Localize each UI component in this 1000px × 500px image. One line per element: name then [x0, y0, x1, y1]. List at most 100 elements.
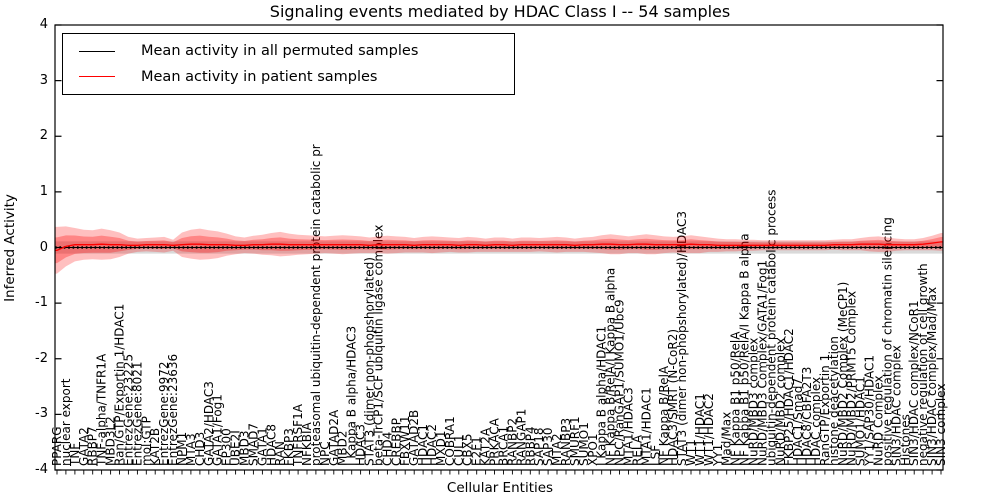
- x-tick-label: NFKBIA: [300, 421, 314, 466]
- y-tick-label: 3: [39, 72, 48, 88]
- x-tick-label: YY1/SAP30/HDAC1: [863, 355, 877, 467]
- legend: Mean activity in all permuted samples Me…: [62, 33, 515, 95]
- x-tick-label: NPC/RanGAP1/SUMO1/Ubc9: [613, 299, 627, 466]
- x-tick-label: CREBBP: [389, 418, 403, 466]
- x-tick-label: WT1: [684, 439, 698, 466]
- x-tick-label: UBE2I: [229, 430, 243, 466]
- x-tick-label: I Kappa B alpha/HDAC1: [595, 326, 609, 466]
- x-tick-label: NuRD/MBD2/PRMT5 Complex: [845, 291, 859, 466]
- x-tick-label: HDAC3/SMRT (N-CoR2): [666, 329, 680, 466]
- x-tick-label: SIN3/HDAC complex/NCoR1: [907, 300, 921, 466]
- x-tick-label: RANBP3: [559, 418, 573, 466]
- y-tick-label: 4: [39, 17, 48, 32]
- x-axis-label: Cellular Entities: [446, 480, 554, 496]
- x-tick-label: NPC: [318, 441, 332, 466]
- x-tick-label: proteasomal ubiquitin-dependent protein …: [309, 144, 323, 466]
- x-tick-label: EntrezGene:9972: [157, 362, 171, 467]
- confidence-bands: [55, 226, 943, 274]
- x-tick-label: HDAC3: [354, 424, 368, 466]
- legend-label: Mean activity in all permuted samples: [141, 43, 419, 60]
- x-tick-label: GATA1/Fog1: [211, 394, 225, 466]
- x-tick-label: SIN3/HDAC complex: [889, 345, 903, 466]
- x-tick-label: NF Kappa B/RelA/I Kappa B alpha: [604, 268, 618, 466]
- y-tick-label: -3: [35, 406, 48, 422]
- x-tick-label: STAT3 (dimer non-phopshorylated)/HDAC3: [675, 211, 689, 466]
- x-tick-label: MXD1: [434, 431, 448, 466]
- legend-label: Mean activity in patient samples: [141, 68, 378, 85]
- x-tick-label: SAP18: [532, 427, 546, 466]
- axis-ticks: [55, 24, 943, 475]
- x-tick-label: Ran/GTP/Exportin 1/HDAC1: [113, 304, 127, 466]
- x-tick-label: beta-TrCP1/SCF ubiquitin ligase complex: [372, 225, 386, 466]
- x-tick-label: GATA1: [255, 427, 269, 466]
- x-tick-label: FKBP3: [282, 428, 296, 466]
- y-tick-label: 1: [39, 183, 48, 199]
- x-tick-label: LSF: [648, 445, 662, 466]
- x-tick-label: NF Kappa B1 p50/RelA/I Kappa B alpha: [738, 233, 752, 466]
- x-tick-label: HDAC1/Smad7: [791, 378, 805, 466]
- x-tick-label: MTA2: [550, 433, 564, 466]
- x-tick-label: TNF: [68, 443, 82, 467]
- y-tick-label: -4: [35, 462, 48, 477]
- x-tick-label: TNFRSF1A: [291, 403, 305, 467]
- y-tick-label: -1: [35, 295, 48, 311]
- x-tick-label: NPM1: [175, 432, 189, 466]
- x-tick-label: SMAD7: [246, 423, 260, 466]
- x-tick-label: EP300: [220, 428, 234, 466]
- x-tick-label: CHD3: [193, 432, 207, 466]
- x-tick-label: MBD2: [336, 431, 350, 466]
- x-tick-label: EntrezGene:8021: [130, 362, 144, 467]
- x-tick-label: NuRD/MBD3 Complex/GATA1/Fog1: [755, 260, 769, 466]
- x-tick-label: RELA: [630, 434, 644, 466]
- x-tick-label: EntrezGene:23225: [121, 354, 135, 466]
- x-tick-label: STAT3 (dimer non-phopshorylated): [363, 257, 377, 466]
- x-tick-label: KAT2B: [148, 428, 162, 466]
- x-tick-label: ubiquitin-dependent protein catabolic pr…: [764, 190, 778, 466]
- mean-lines: [55, 241, 943, 251]
- x-tick-label: PRKACA: [488, 417, 502, 466]
- x-tick-label: WT1/HDAC2: [702, 393, 716, 466]
- x-tick-label: SAP30: [541, 427, 555, 466]
- x-tick-label: RanGTP/Exportin 1: [818, 354, 832, 466]
- x-tick-label: MTA1/HDAC1: [639, 387, 653, 466]
- x-tick-label: nuclear export: [59, 378, 73, 466]
- x-tick-label: I Kappa B alpha/HDAC3: [345, 326, 359, 466]
- y-tick-label: -2: [35, 350, 48, 366]
- x-tick-label: GATA2/HDAC3: [202, 381, 216, 466]
- x-tick-label: KAT2A: [479, 427, 493, 466]
- x-tick-label: CUL1: [452, 435, 466, 466]
- x-tick-label: GATAD2B: [407, 410, 421, 466]
- legend-line-black-icon: [79, 50, 115, 52]
- x-tick-label: FKBP25/HDAC1/HDAC2: [782, 328, 796, 466]
- x-tick-label: Histones: [898, 414, 912, 466]
- x-tick-label: negative regulation of cell growth: [916, 263, 930, 466]
- x-tick-label: HDAC8: [264, 424, 278, 466]
- x-tick-label: SMURF1: [568, 416, 582, 466]
- x-tick-label: BRCA1: [497, 426, 511, 466]
- x-tick-label: histone deacetylation: [827, 336, 841, 466]
- x-tick-label: Mad/Max: [720, 412, 734, 466]
- x-tick-label: HDAC8/CBFA2T3: [800, 367, 814, 466]
- x-tick-label: TNF-alpha/TNFR1A: [95, 353, 109, 467]
- legend-item-patient: Mean activity in patient samples: [63, 69, 514, 85]
- x-tick-label: MBD3L2: [104, 416, 118, 466]
- x-tick-label: RBBP7: [86, 426, 100, 466]
- x-tick-label: COBRA1: [443, 416, 457, 466]
- x-tick-label: NF Kappa B/RelA: [657, 365, 671, 466]
- x-tick-label: WT1/HDAC1: [693, 393, 707, 466]
- legend-line-red-icon: [79, 76, 115, 78]
- x-tick-label: SUMO1: [577, 422, 591, 466]
- x-tick-label: positive regulation of chromatin silenci…: [880, 217, 894, 466]
- x-tick-label: RBBP4: [523, 426, 537, 466]
- x-tick-label: PPARG: [50, 426, 64, 466]
- x-tick-label: MTA3: [184, 433, 198, 466]
- x-tick-label: CBX5: [461, 434, 475, 466]
- x-tick-label: HDAC1: [416, 424, 430, 466]
- x-tick-label: FBXW11: [398, 416, 412, 467]
- y-tick-label: 0: [39, 239, 48, 255]
- x-tick-label: CHD4: [380, 432, 394, 466]
- x-tick-label: RANGAP1: [514, 409, 528, 466]
